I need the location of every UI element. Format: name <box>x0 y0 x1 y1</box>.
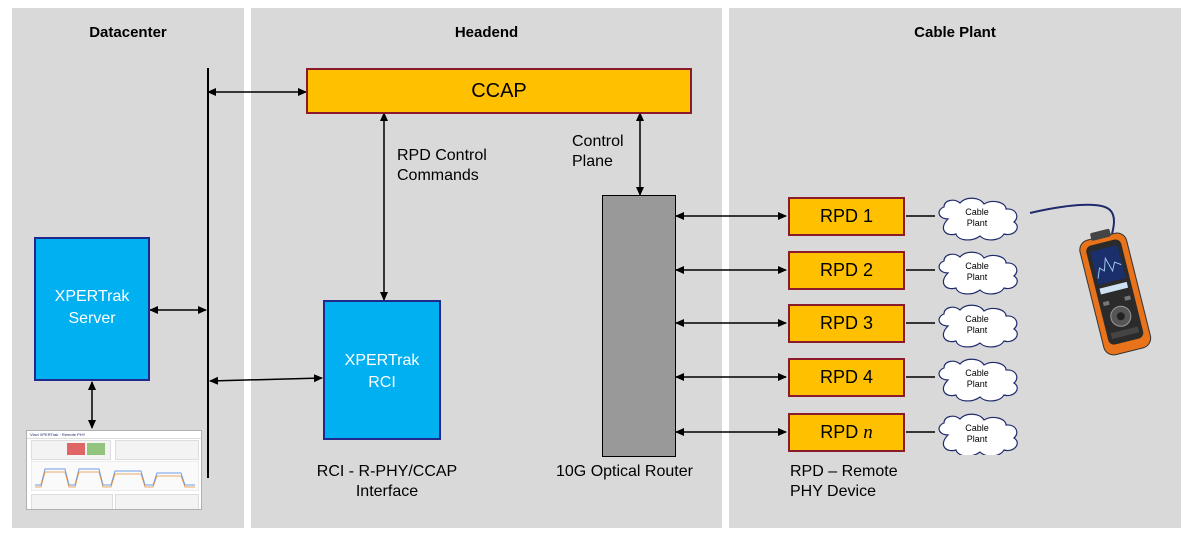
dashboard-title: Viavi XPERTrak · Remote PHY <box>27 431 201 439</box>
rpd-2-box: RPD 2 <box>788 251 905 290</box>
svg-text:Cable: Cable <box>965 368 989 378</box>
cloud-2: Cable Plant <box>938 251 1018 295</box>
rpd-3-box: RPD 3 <box>788 304 905 343</box>
rpd-n-box: RPD n <box>788 413 905 452</box>
router-caption: 10G Optical Router <box>556 463 693 480</box>
svg-text:Plant: Plant <box>967 325 988 335</box>
cloud-n: Cable Plant <box>938 413 1018 455</box>
dashboard-thumbnail: Viavi XPERTrak · Remote PHY <box>26 430 202 510</box>
svg-text:Cable: Cable <box>965 314 989 324</box>
bus-rci-arrow <box>209 374 323 385</box>
ccap-label: CCAP <box>471 79 527 102</box>
rci-caption: RCI - R-PHY/CCAP Interface <box>316 463 458 500</box>
meter-cable <box>1029 203 1115 235</box>
ccap-box: CCAP <box>306 68 692 114</box>
rpd-4-box: RPD 4 <box>788 358 905 397</box>
dashboard-spectrum-plot <box>31 461 199 491</box>
cloud-3: Cable Plant <box>938 304 1018 348</box>
rpd-control-label: RPD Control Commands <box>397 147 487 184</box>
rpd-caption: RPD – Remote PHY Device <box>790 463 898 500</box>
xpertrak-rci-box: XPERTrak RCI <box>323 300 441 440</box>
field-meter-icon <box>1079 228 1152 356</box>
svg-text:Plant: Plant <box>967 379 988 389</box>
svg-text:Cable: Cable <box>965 261 989 271</box>
control-plane-label: Control Plane <box>572 133 624 170</box>
datacenter-title: Datacenter <box>89 24 167 41</box>
svg-text:Cable: Cable <box>965 207 989 217</box>
svg-text:Plant: Plant <box>967 218 988 228</box>
svg-text:Plant: Plant <box>967 272 988 282</box>
cloud-4: Cable Plant <box>938 358 1018 402</box>
cable-plant-clouds: Cable Plant Cable Plant Cable Plant Cabl… <box>938 197 1018 455</box>
xpertrak-server-box: XPERTrak Server <box>34 237 150 381</box>
headend-title: Headend <box>454 24 519 41</box>
optical-router-box <box>602 195 676 457</box>
svg-text:Plant: Plant <box>967 434 988 444</box>
cable-plant-title: Cable Plant <box>914 24 996 41</box>
cloud-1: Cable Plant <box>938 197 1018 241</box>
rpd-1-box: RPD 1 <box>788 197 905 236</box>
svg-text:Cable: Cable <box>965 423 989 433</box>
